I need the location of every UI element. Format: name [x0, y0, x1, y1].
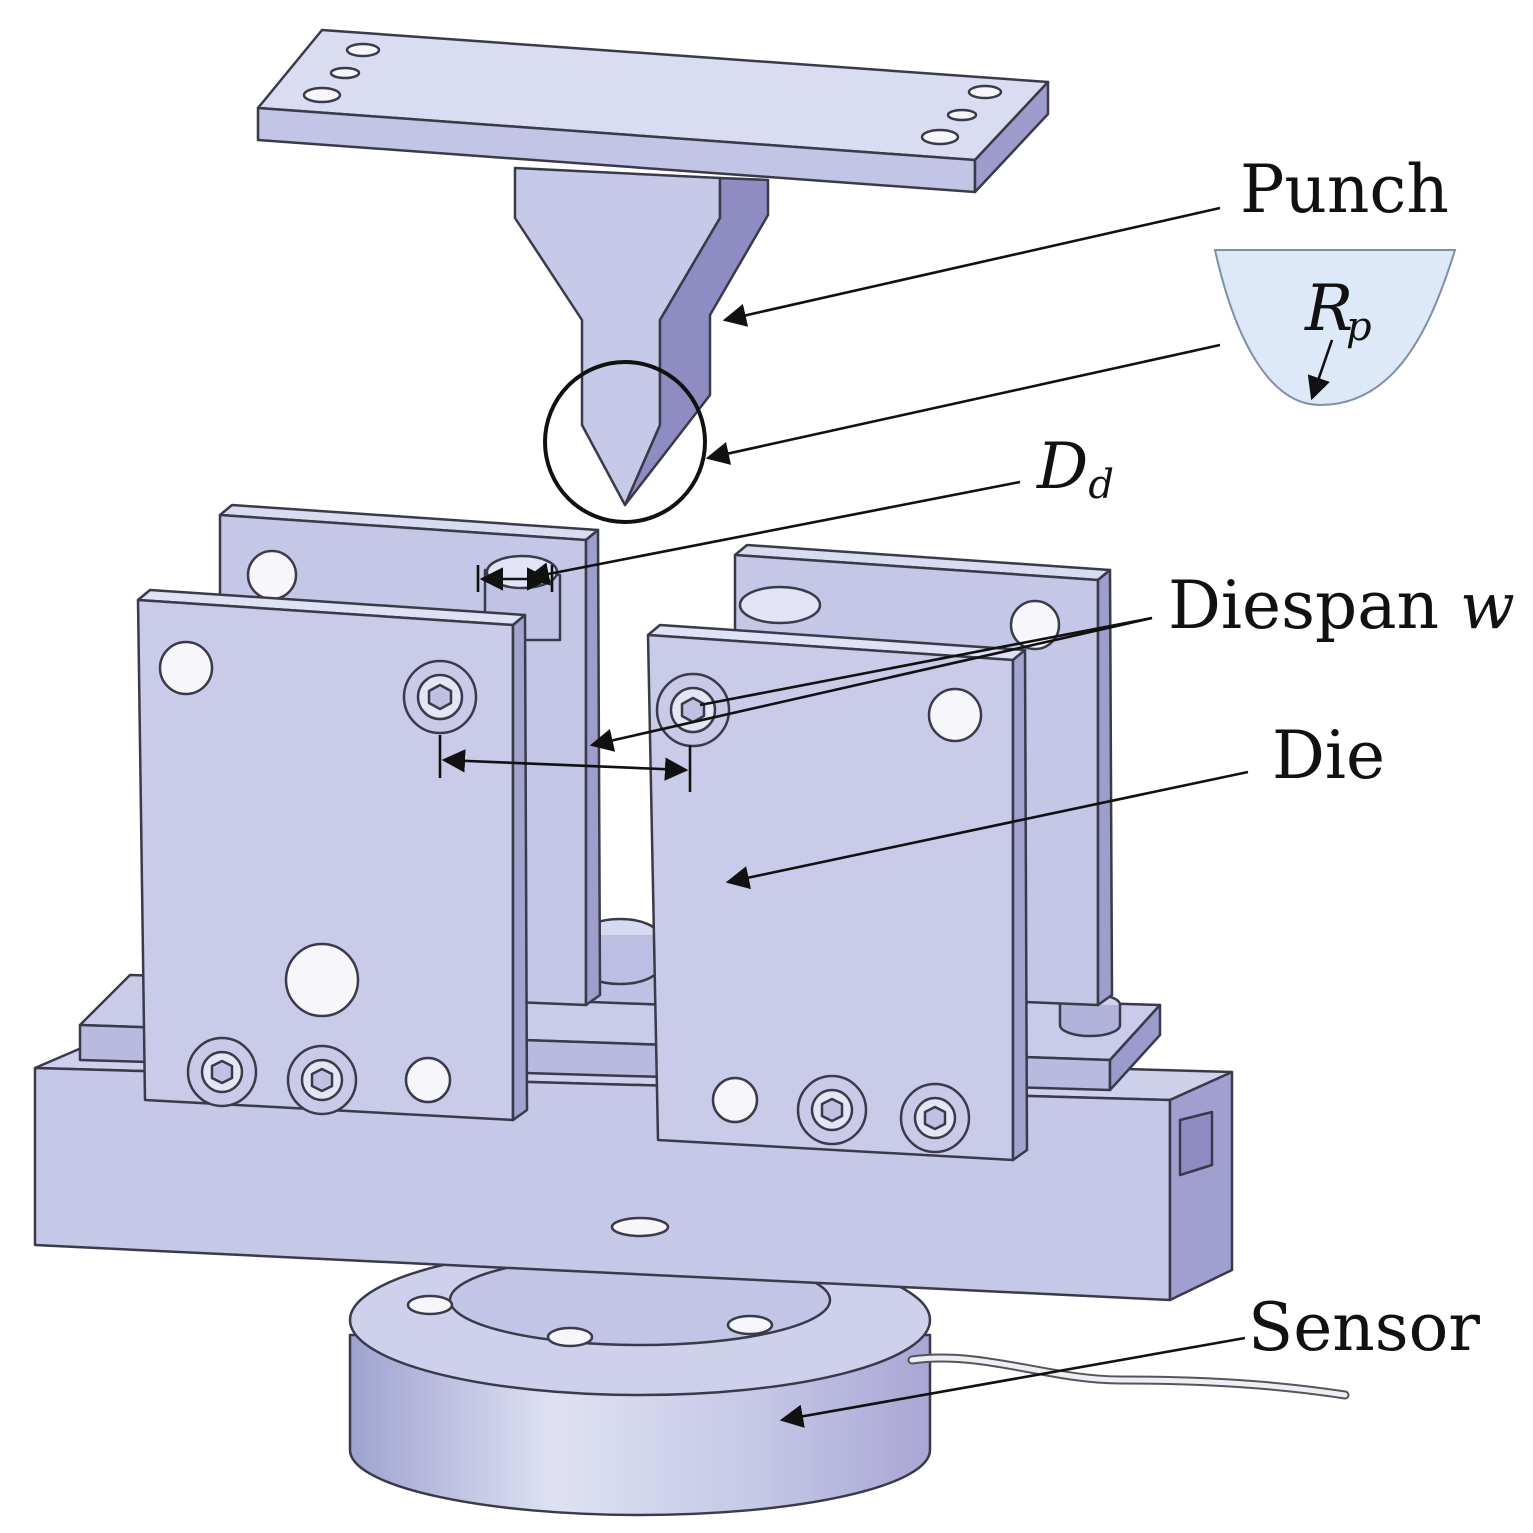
socket-screw-icon: [286, 1044, 358, 1116]
diespan-leader: [589, 616, 1153, 752]
diespan-label: Diespan w: [1168, 567, 1515, 644]
punch-tip-leader: [705, 343, 1221, 465]
die-label: Die: [1272, 717, 1385, 794]
sensor-label: Sensor: [1248, 1289, 1480, 1366]
punch-leader: [722, 206, 1221, 327]
punch: [256, 28, 1050, 507]
die-diameter-label: Dd: [1036, 430, 1114, 508]
die-diameter-subscript: d: [1088, 462, 1114, 508]
die-diameter-symbol: D: [1036, 430, 1088, 504]
punch-radius-symbol: R: [1304, 272, 1353, 346]
socket-screw-icon: [899, 1082, 971, 1154]
socket-screw-icon: [402, 659, 478, 735]
socket-screw-icon: [655, 672, 731, 748]
punch-label: Punch: [1240, 151, 1449, 228]
diespan-dimension: [438, 735, 692, 792]
punch-radius-subscript: p: [1346, 304, 1372, 350]
diespan-text: Diespan: [1168, 567, 1439, 644]
diespan-leader-2: [699, 616, 1153, 707]
punch-tip-inset: R p: [1213, 249, 1457, 407]
leader-lines: [525, 206, 1249, 1428]
front-die-left: [136, 588, 529, 1122]
diespan-symbol: w: [1460, 570, 1515, 644]
front-die-right: [646, 623, 1029, 1162]
socket-screw-icon: [796, 1074, 868, 1146]
die-diameter-leader: [525, 480, 1021, 586]
socket-screw-icon: [186, 1036, 258, 1108]
diespan-gap: [1439, 567, 1460, 644]
sensor-leader: [779, 1336, 1246, 1428]
die-leader: [725, 770, 1249, 890]
punch-tip-detail-circle: [543, 360, 707, 524]
